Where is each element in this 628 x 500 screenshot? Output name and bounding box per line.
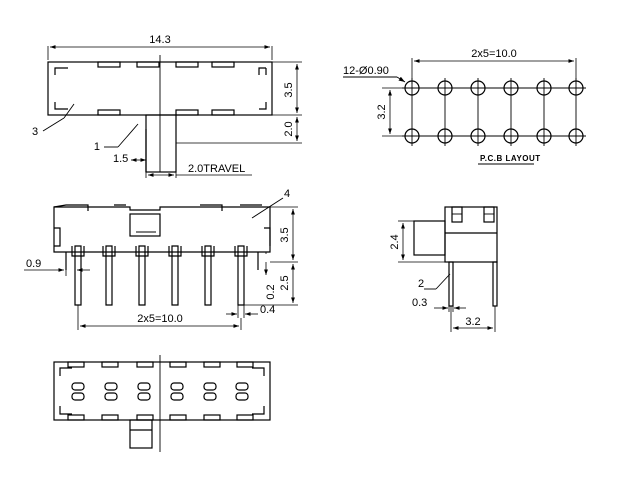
bottom-tabs <box>67 361 254 421</box>
standoff-label: 0.2 <box>265 284 277 299</box>
actuator-protrusion-label: 2.0 <box>283 121 295 136</box>
pin-length-label: 2.5 <box>279 275 291 290</box>
pin-width-label: 0.4 <box>260 304 275 316</box>
actuator-offset-label: 1.5 <box>113 153 128 165</box>
callout-4: 4 <box>284 188 290 200</box>
pcb-layout-view: 2x5=10.0 12-Ø0.90 3.2 P.C.B LAYOUT <box>343 48 586 165</box>
end-actuator <box>413 220 446 256</box>
side-view: 4 3.5 2.5 0.2 0.4 0.9 2x5=10.0 <box>24 188 298 330</box>
top-tabs <box>97 61 235 116</box>
pcb-layout-caption: P.C.B LAYOUT <box>480 154 541 163</box>
bottom-pin-pads <box>71 382 249 401</box>
callout-3: 3 <box>32 126 38 138</box>
bottom-body-outline <box>53 361 271 421</box>
top-view: 14.3 3.5 2.0 3 1 <box>32 34 302 178</box>
pin-thickness-label: 0.3 <box>412 297 427 309</box>
hole-spec-label: 12-Ø0.90 <box>343 65 389 77</box>
side-pitch-label: 2x5=10.0 <box>137 313 183 325</box>
side-actuator <box>129 213 161 237</box>
actuator-height-label: 2.4 <box>389 234 401 249</box>
top-body-height-label: 3.5 <box>283 82 295 97</box>
end-body-outline <box>444 206 498 263</box>
top-actuator <box>145 114 177 173</box>
bottom-view <box>53 355 271 452</box>
overall-length-label: 14.3 <box>149 34 170 46</box>
pin-offset-label: 0.9 <box>26 258 41 270</box>
travel-label: 2.0TRAVEL <box>188 163 245 175</box>
side-pins <box>71 245 248 306</box>
pcb-row-spacing-label: 3.2 <box>376 104 388 119</box>
end-pin-left <box>448 261 454 307</box>
end-row-spacing-label: 3.2 <box>465 316 480 328</box>
side-body-outline <box>53 206 271 253</box>
end-pin-right <box>492 261 498 307</box>
side-body-height-label: 3.5 <box>279 227 291 242</box>
callout-2: 2 <box>418 278 424 290</box>
pcb-pitch-label: 2x5=10.0 <box>471 48 517 60</box>
end-view: 2.4 2 0.3 3.2 <box>389 206 498 332</box>
pcb-holes <box>402 78 586 146</box>
callout-1: 1 <box>94 141 100 153</box>
bottom-actuator <box>129 419 153 449</box>
